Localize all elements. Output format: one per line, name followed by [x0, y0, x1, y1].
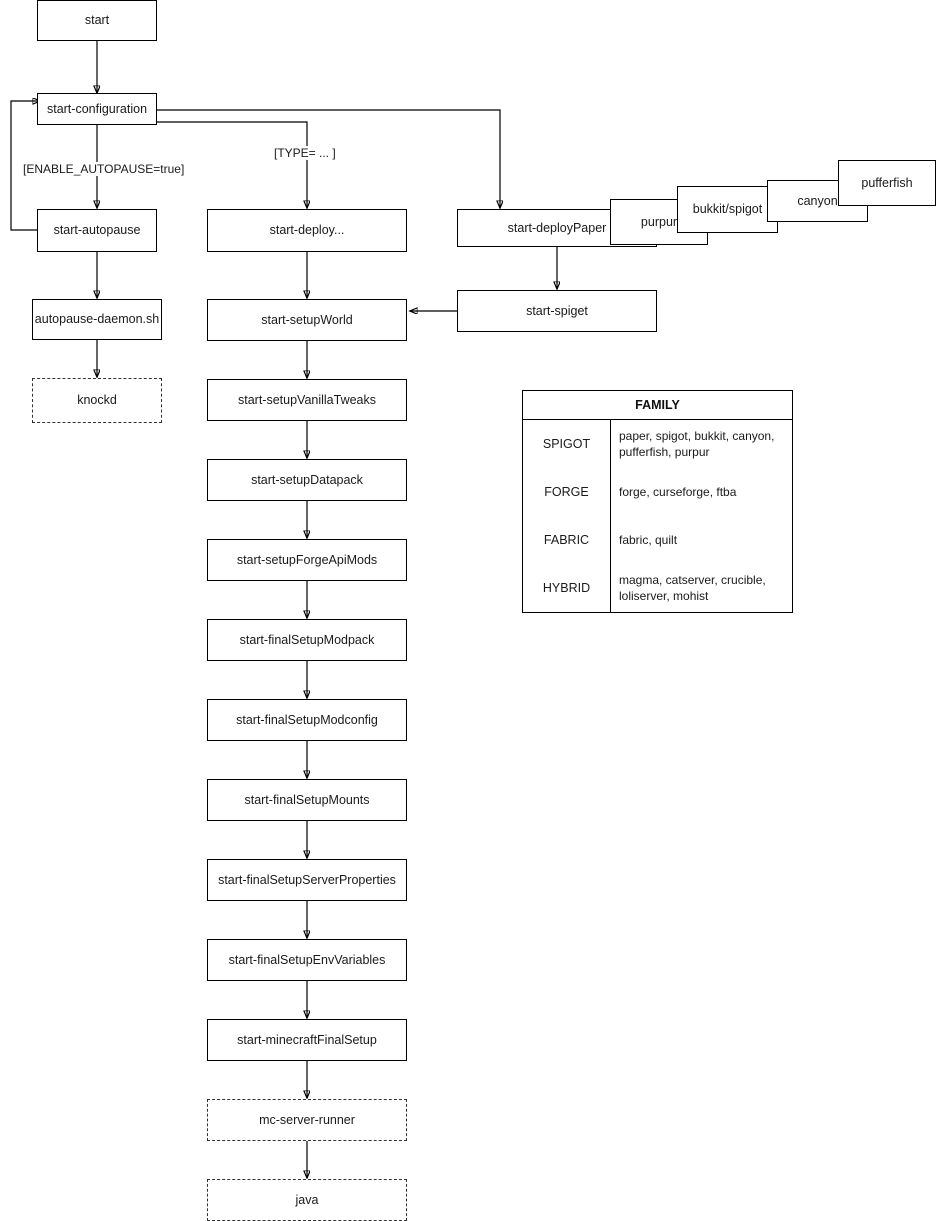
node-start-finalsetupmounts[interactable]: start-finalSetupMounts [207, 779, 407, 821]
node-mc-server-runner[interactable]: mc-server-runner [207, 1099, 407, 1141]
node-start-finalsetupenvvariables[interactable]: start-finalSetupEnvVariables [207, 939, 407, 981]
node-start-label: start [84, 13, 110, 27]
node-start[interactable]: start [37, 0, 157, 41]
edge-label-enable-autopause: [ENABLE_AUTOPAUSE=true] [22, 162, 186, 176]
node-pufferfish[interactable]: pufferfish [838, 160, 936, 206]
node-start-finalsetupmodpack[interactable]: start-finalSetupModpack [207, 619, 407, 661]
node-start-setupvanillatweaks-label: start-setupVanillaTweaks [237, 392, 377, 407]
edge-configuration-to-deploy [157, 121, 307, 208]
node-purpur-label: purpur [640, 214, 678, 229]
node-start-finalsetupmodconfig[interactable]: start-finalSetupModconfig [207, 699, 407, 741]
node-start-finalsetupenvvariables-label: start-finalSetupEnvVariables [228, 952, 386, 967]
edge-label-enable-autopause-text: [ENABLE_AUTOPAUSE=true] [23, 162, 185, 176]
family-legend-value: forge, curseforge, ftba [619, 484, 737, 499]
node-start-configuration-label: start-configuration [46, 101, 148, 116]
node-start-finalsetupmodconfig-label: start-finalSetupModconfig [236, 712, 378, 727]
node-start-finalsetupmounts-label: start-finalSetupMounts [244, 792, 370, 807]
family-legend-header: FAMILY [523, 391, 792, 420]
node-pufferfish-label: pufferfish [861, 175, 913, 190]
edge-autopause-feedback-to-configuration [10, 101, 40, 231]
family-legend-value: magma, catserver, crucible, loliserver, … [619, 572, 766, 603]
node-start-deploy[interactable]: start-deploy... [207, 209, 407, 252]
family-legend-row: SPIGOT paper, spigot, bukkit, canyon, pu… [523, 420, 792, 468]
node-start-setupforgeapimods[interactable]: start-setupForgeApiMods [207, 539, 407, 581]
node-start-setupdatapack[interactable]: start-setupDatapack [207, 459, 407, 501]
family-legend-key: FORGE [523, 468, 611, 516]
family-legend-key: FABRIC [523, 516, 611, 564]
node-autopause-daemon[interactable]: autopause-daemon.sh [32, 299, 162, 340]
node-start-setupdatapack-label: start-setupDatapack [251, 472, 363, 487]
family-legend-value: fabric, quilt [619, 532, 678, 547]
node-start-minecraftfinalsetup[interactable]: start-minecraftFinalSetup [207, 1019, 407, 1061]
node-bukkit-spigot-label: bukkit/spigot [692, 202, 763, 216]
node-start-finalsetupserverproperties[interactable]: start-finalSetupServerProperties [207, 859, 407, 901]
node-start-setupworld-label: start-setupWorld [261, 312, 353, 327]
edge-configuration-to-deploypaper [157, 109, 500, 208]
family-legend-value: paper, spigot, bukkit, canyon, pufferfis… [619, 428, 775, 459]
node-start-finalsetupmodpack-label: start-finalSetupModpack [239, 632, 375, 647]
node-mc-server-runner-label: mc-server-runner [259, 1112, 355, 1127]
node-knockd[interactable]: knockd [32, 378, 162, 423]
node-start-autopause-label: start-autopause [53, 223, 141, 237]
edge-label-type-text: [TYPE= ... ] [274, 146, 336, 160]
node-canyon-label: canyon [797, 193, 838, 208]
node-java[interactable]: java [207, 1179, 407, 1221]
node-start-autopause[interactable]: start-autopause [37, 209, 157, 252]
family-legend-key: SPIGOT [523, 420, 611, 468]
node-bukkit-spigot[interactable]: bukkit/spigot [677, 186, 778, 233]
node-start-deploypaper-label: start-deployPaper [507, 220, 607, 235]
node-start-setupvanillatweaks[interactable]: start-setupVanillaTweaks [207, 379, 407, 421]
node-start-deploy-label: start-deploy... [269, 223, 345, 237]
node-start-spiget[interactable]: start-spiget [457, 290, 657, 332]
family-legend-row: FORGE forge, curseforge, ftba [523, 468, 792, 516]
family-legend-table: FAMILY SPIGOT paper, spigot, bukkit, can… [522, 390, 793, 613]
node-java-label: java [295, 1192, 319, 1207]
node-start-setupforgeapimods-label: start-setupForgeApiMods [236, 552, 378, 567]
family-legend-row: HYBRID magma, catserver, crucible, lolis… [523, 564, 792, 612]
node-start-finalsetupserverproperties-label: start-finalSetupServerProperties [218, 872, 396, 887]
node-knockd-label: knockd [77, 393, 117, 407]
node-start-setupworld[interactable]: start-setupWorld [207, 299, 407, 341]
family-legend-key: HYBRID [523, 564, 611, 612]
node-start-spiget-label: start-spiget [526, 303, 588, 318]
node-start-minecraftfinalsetup-label: start-minecraftFinalSetup [237, 1032, 377, 1047]
edge-label-type: [TYPE= ... ] [273, 146, 337, 160]
node-start-configuration[interactable]: start-configuration [37, 93, 157, 125]
node-autopause-daemon-label: autopause-daemon.sh [34, 312, 160, 326]
family-legend-row: FABRIC fabric, quilt [523, 516, 792, 564]
